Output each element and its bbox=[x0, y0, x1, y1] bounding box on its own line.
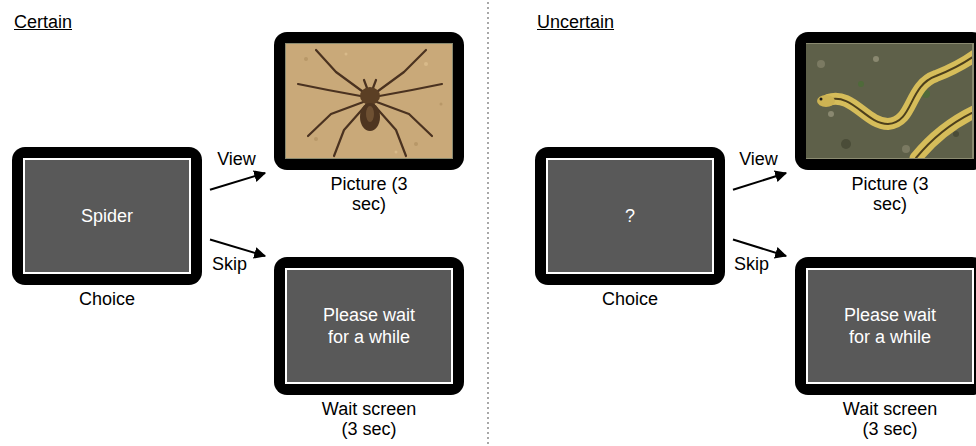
wait-screen: Please wait for a whileWait screen (3 se… bbox=[795, 257, 976, 395]
panel-heading: Uncertain bbox=[537, 11, 614, 33]
arrow-label: View bbox=[217, 149, 256, 169]
screen-text: Spider bbox=[81, 205, 133, 227]
screen-caption: Choice bbox=[585, 289, 675, 309]
screen-face: Spider bbox=[23, 158, 191, 274]
dotted-divider bbox=[487, 2, 489, 446]
screen-face bbox=[285, 43, 453, 159]
picture-screen: Picture (3 sec) bbox=[274, 32, 464, 170]
screen-face: ? bbox=[546, 158, 714, 274]
snake-photo bbox=[806, 44, 972, 158]
panel-heading: Certain bbox=[14, 11, 72, 33]
screen-caption: Picture (3 sec) bbox=[850, 174, 930, 214]
screen-text: Please wait for a while bbox=[835, 304, 945, 348]
arrow-label: Skip bbox=[212, 254, 247, 274]
choice-screen: ?Choice bbox=[535, 147, 725, 285]
choice-screen: SpiderChoice bbox=[12, 147, 202, 285]
screen-text: Please wait for a while bbox=[314, 304, 424, 348]
wait-screen: Please wait for a whileWait screen (3 se… bbox=[274, 257, 464, 395]
spider-photo bbox=[286, 44, 452, 158]
screen-caption: Choice bbox=[62, 289, 152, 309]
arrow-label: View bbox=[739, 149, 778, 169]
flow-arrow bbox=[733, 173, 786, 190]
screen-text: ? bbox=[625, 205, 635, 227]
flow-arrow bbox=[210, 239, 265, 256]
screen-caption: Wait screen (3 sec) bbox=[838, 399, 943, 439]
flow-arrow bbox=[733, 239, 786, 256]
arrow-label: Skip bbox=[734, 254, 769, 274]
screen-face: Please wait for a while bbox=[806, 268, 974, 384]
flow-arrow bbox=[210, 173, 265, 190]
screen-face: Please wait for a while bbox=[285, 268, 453, 384]
screen-face bbox=[806, 43, 974, 159]
screen-caption: Wait screen (3 sec) bbox=[317, 399, 422, 439]
screen-caption: Picture (3 sec) bbox=[329, 174, 409, 214]
picture-screen: Picture (3 sec) bbox=[795, 32, 976, 170]
